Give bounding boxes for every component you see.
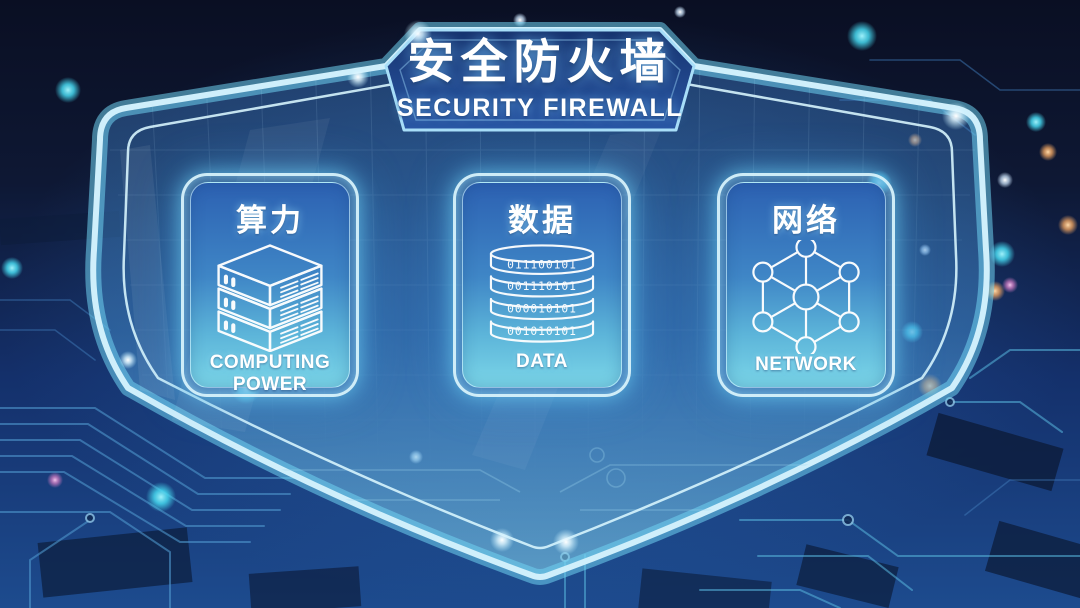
card-data: 数据 011100101 001110101 000010101 0010101… <box>453 173 631 397</box>
card-network: 网络 NETWORK <box>717 173 895 397</box>
chip-blocks <box>0 210 1080 608</box>
banner-titles: 安全防火墙 SECURITY FIREWALL <box>340 36 740 123</box>
network-nodes-icon <box>745 240 867 354</box>
binary-row: 000010101 <box>507 303 577 316</box>
binary-row: 011100101 <box>507 259 577 272</box>
binary-row: 001110101 <box>507 280 577 293</box>
page-title-en: SECURITY FIREWALL <box>396 93 684 122</box>
card-label-en: DATA <box>516 350 568 372</box>
card-data-panel: 数据 011100101 001110101 000010101 0010101… <box>462 182 622 388</box>
card-label-en: NETWORK <box>755 354 857 375</box>
card-title-zh: 网络 <box>772 203 840 238</box>
data-disks-icon: 011100101 001110101 000010101 001010101 <box>481 240 603 351</box>
card-computing-power-panel: 算力 <box>190 182 350 395</box>
title-banner <box>384 28 696 132</box>
card-network-panel: 网络 NETWORK <box>726 182 886 388</box>
card-title-zh: 数据 <box>508 203 576 238</box>
card-title-zh: 算力 <box>236 203 304 238</box>
edge-sparkles <box>119 20 970 555</box>
server-stack-icon <box>208 240 332 352</box>
binary-row: 001010101 <box>507 326 577 339</box>
page-title-zh: 安全防火墙 <box>407 35 673 88</box>
card-computing-power: 算力 <box>181 173 359 397</box>
shield-inner-outline <box>122 44 958 550</box>
card-label-en: COMPUTING POWER <box>209 352 331 396</box>
